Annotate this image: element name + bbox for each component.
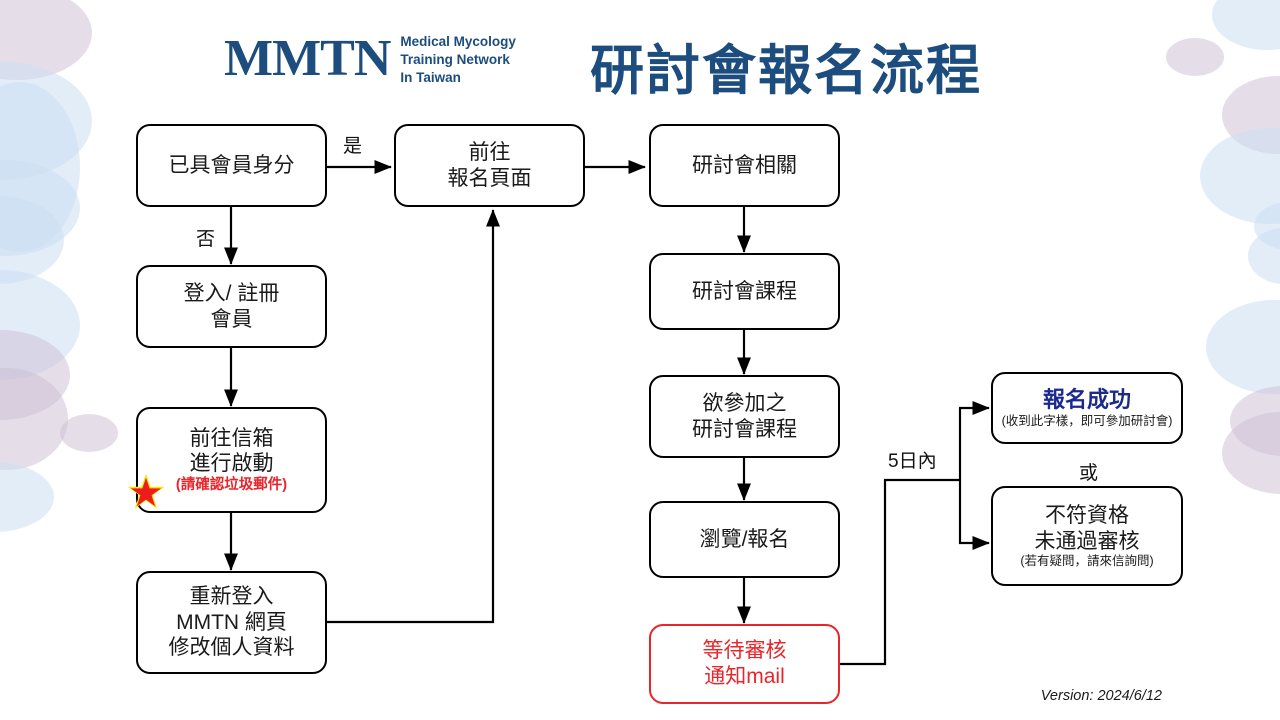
bg-blob bbox=[1200, 128, 1280, 224]
bg-blob bbox=[1222, 412, 1280, 494]
logo-tagline: Medical Mycology Training Network In Tai… bbox=[400, 30, 516, 88]
bg-blob bbox=[60, 414, 118, 452]
node-activate-mail-note: (請確認垃圾郵件) bbox=[175, 476, 288, 493]
bg-blob bbox=[0, 368, 68, 470]
node-goto-signup-line-2: 報名頁面 bbox=[447, 166, 532, 190]
node-waiting-review-line-1: 等待審核 bbox=[702, 639, 787, 663]
node-browse-signup[interactable]: 瀏覽/報名 bbox=[649, 501, 840, 578]
edge-split-to-rejected bbox=[958, 480, 990, 551]
logo-tagline-line-2: Training Network bbox=[400, 52, 510, 68]
node-relogin-line-1: 重新登入 bbox=[189, 585, 274, 609]
bg-blob bbox=[0, 196, 64, 284]
node-success[interactable]: 報名成功 (收到此字樣，即可參加研討會) bbox=[991, 372, 1183, 444]
node-waiting-review[interactable]: 等待審核 通知mail bbox=[649, 624, 840, 704]
node-activate-mail-line-2: 進行啟動 bbox=[189, 452, 274, 476]
node-desired-course-line-2: 研討會課程 bbox=[692, 417, 797, 441]
node-desired-course-line-1: 欲參加之 bbox=[702, 391, 787, 415]
edge-split-to-success bbox=[958, 400, 990, 480]
node-seminar-info[interactable]: 研討會相關 bbox=[649, 124, 840, 207]
bg-blob bbox=[1254, 202, 1280, 250]
bg-blob bbox=[0, 462, 54, 532]
node-rejected-line-1: 不符資格 bbox=[1045, 503, 1129, 527]
bg-blob bbox=[1230, 386, 1280, 456]
node-seminar-info-line-1: 研討會相關 bbox=[692, 153, 797, 177]
bg-blob bbox=[1206, 300, 1280, 394]
logo-wordmark: MMTN bbox=[224, 29, 391, 87]
edge-label-or: 或 bbox=[1079, 463, 1099, 484]
bg-blob bbox=[0, 270, 80, 380]
node-goto-signup[interactable]: 前往 報名頁面 bbox=[394, 124, 585, 207]
bg-blob bbox=[0, 160, 80, 256]
node-relogin-line-3: 修改個人資料 bbox=[168, 636, 295, 660]
node-activate-mail-line-1: 前往信箱 bbox=[189, 426, 274, 450]
edge-label-yes: 是 bbox=[343, 136, 363, 157]
node-register[interactable]: 登入/ 註冊 會員 bbox=[136, 265, 327, 348]
version-label: Version: 2024/6/12 bbox=[1040, 688, 1162, 704]
edge-label-within-5-days: 5日內 bbox=[888, 451, 937, 472]
node-register-line-1: 登入/ 註冊 bbox=[183, 281, 280, 305]
bg-blob bbox=[1248, 228, 1280, 284]
edge-waiting-to-split bbox=[838, 478, 960, 666]
bg-blob bbox=[0, 330, 70, 420]
node-seminar-course-line-1: 研討會課程 bbox=[692, 279, 797, 303]
logo-tagline-line-3: In Taiwan bbox=[400, 70, 461, 86]
node-has-member[interactable]: 已具會員身分 bbox=[136, 124, 327, 207]
node-waiting-review-line-2: 通知mail bbox=[704, 665, 785, 688]
page-header: MMTN Medical Mycology Training Network I… bbox=[0, 0, 1280, 110]
page-title: 研討會報名流程 bbox=[590, 41, 982, 101]
node-register-line-2: 會員 bbox=[210, 307, 253, 331]
node-rejected[interactable]: 不符資格 未通過審核 (若有疑問，請來信詢問) bbox=[991, 486, 1183, 586]
node-goto-signup-line-1: 前往 bbox=[468, 140, 511, 164]
node-activate-mail[interactable]: 前往信箱 進行啟動 (請確認垃圾郵件) bbox=[136, 407, 327, 513]
node-success-title: 報名成功 bbox=[1042, 387, 1131, 413]
node-desired-course[interactable]: 欲參加之 研討會課程 bbox=[649, 375, 840, 458]
logo-tagline-line-1: Medical Mycology bbox=[400, 34, 516, 49]
edge-label-no: 否 bbox=[196, 229, 216, 250]
node-rejected-line-2: 未通過審核 bbox=[1034, 529, 1140, 553]
node-browse-signup-line-1: 瀏覽/報名 bbox=[699, 527, 790, 551]
node-rejected-note: (若有疑問，請來信詢問) bbox=[1020, 554, 1154, 569]
edge-relogin-to-signup bbox=[327, 209, 501, 624]
red-star-icon bbox=[127, 473, 165, 509]
node-seminar-course[interactable]: 研討會課程 bbox=[649, 253, 840, 330]
node-relogin[interactable]: 重新登入 MMTN 網頁 修改個人資料 bbox=[136, 571, 327, 674]
node-relogin-line-2: MMTN 網頁 bbox=[176, 610, 287, 634]
mmtn-logo: MMTN Medical Mycology Training Network I… bbox=[224, 30, 516, 88]
node-success-note: (收到此字樣，即可參加研討會) bbox=[1001, 413, 1173, 428]
node-has-member-line-1: 已具會員身分 bbox=[168, 153, 295, 177]
